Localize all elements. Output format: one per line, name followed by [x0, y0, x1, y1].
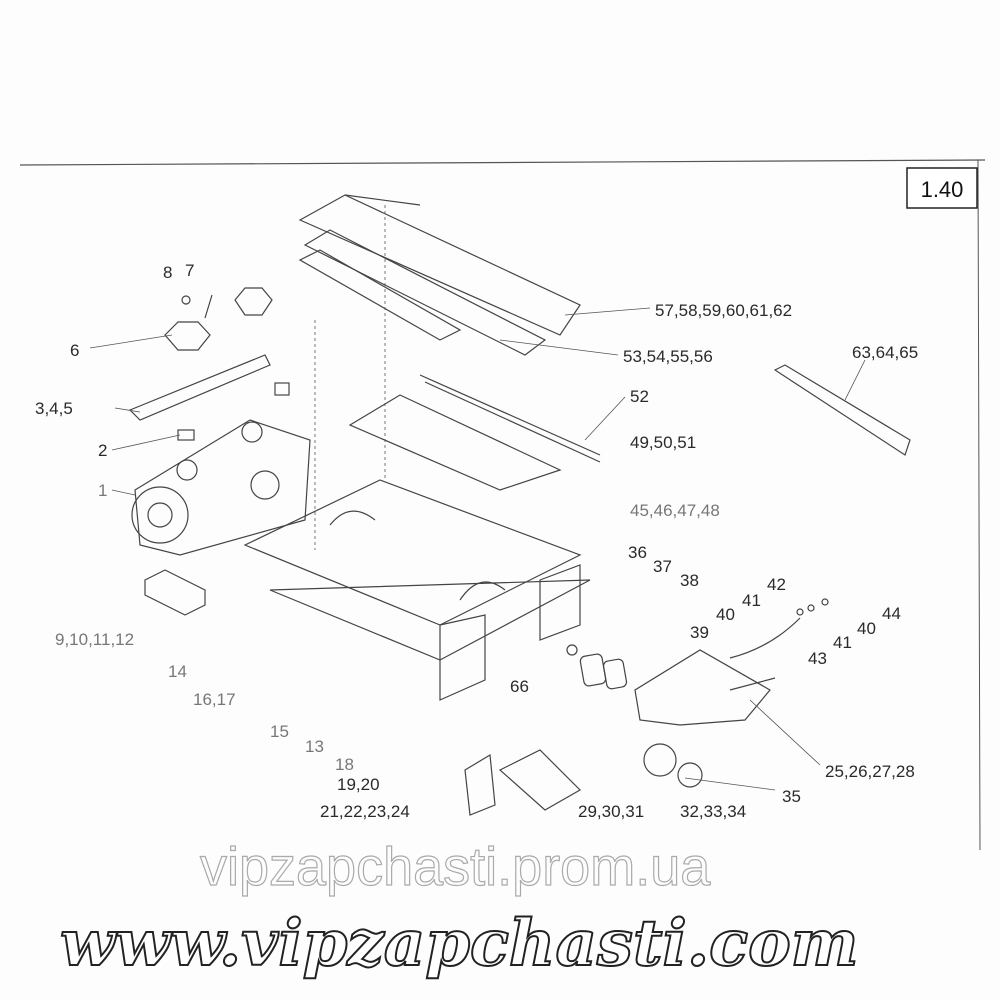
callout-36: 36: [628, 543, 647, 562]
upper-rail-assembly: [298, 194, 581, 356]
callout-57-62: 57,58,59,60,61,62: [655, 301, 792, 320]
cable-42: [729, 598, 829, 659]
callout-21-24: 21,22,23,24: [320, 802, 410, 821]
callout-7: 7: [185, 261, 194, 280]
pump-housing-25-28: [634, 649, 776, 726]
callout-8: 8: [163, 263, 172, 282]
callout-42: 42: [767, 575, 786, 594]
callout-37: 37: [653, 557, 672, 576]
spacer-block: [144, 569, 206, 616]
callout-1: 1: [98, 481, 107, 500]
callout-63-65: 63,64,65: [852, 343, 918, 362]
callout-53-56: 53,54,55,56: [623, 347, 713, 366]
callout-18: 18: [335, 755, 354, 774]
gearbox: [131, 419, 311, 556]
callout-19-20: 19,20: [337, 775, 380, 794]
callout-39: 39: [690, 623, 709, 642]
callout-14: 14: [168, 662, 187, 681]
callout-41b: 41: [833, 633, 852, 652]
sheet-number: 1.40: [921, 177, 964, 202]
knobs: [164, 287, 273, 351]
callout-9-12: 9,10,11,12: [55, 630, 134, 649]
leader-lines: [89, 307, 866, 791]
callout-43: 43: [808, 649, 827, 668]
callout-15: 15: [270, 722, 289, 741]
sheet-number-box: [906, 167, 978, 209]
rod-52: [348, 374, 601, 491]
callout-66: 66: [510, 677, 529, 696]
lower-bracket-21-24: [464, 743, 703, 816]
callout-38: 38: [680, 571, 699, 590]
callout-40a: 40: [716, 605, 735, 624]
bracket-3-5: [128, 354, 290, 441]
callout-2: 2: [98, 441, 107, 460]
callout-6: 6: [70, 341, 79, 360]
callout-16-17: 16,17: [193, 690, 236, 709]
callout-44: 44: [882, 604, 901, 623]
callout-29-31: 29,30,31: [578, 802, 644, 821]
callout-35: 35: [782, 787, 801, 806]
callout-52: 52: [630, 387, 649, 406]
callout-32-34: 32,33,34: [680, 802, 746, 821]
callout-41a: 41: [742, 591, 761, 610]
gaskets-36-38: [566, 644, 628, 690]
callout-3-5: 3,4,5: [35, 399, 73, 418]
right-border-line: [977, 159, 981, 851]
main-frame: [243, 205, 591, 701]
side-rail-63-65: [773, 364, 911, 456]
callout-13: 13: [305, 737, 324, 756]
watermark-vipzapchasti-com: www.vipzapchasti.com: [60, 906, 858, 981]
watermark-prom-ua: vipzapchasti.prom.ua: [200, 837, 711, 897]
callout-labels: 7 8 6 3,4,5 2 1 9,10,11,12 14 16,17 15 1…: [35, 261, 918, 821]
callout-40b: 40: [857, 619, 876, 638]
top-border-line: [19, 159, 986, 166]
callout-45-48: 45,46,47,48: [630, 501, 720, 520]
callout-25-28: 25,26,27,28: [825, 762, 915, 781]
callout-49-51: 49,50,51: [630, 433, 696, 452]
